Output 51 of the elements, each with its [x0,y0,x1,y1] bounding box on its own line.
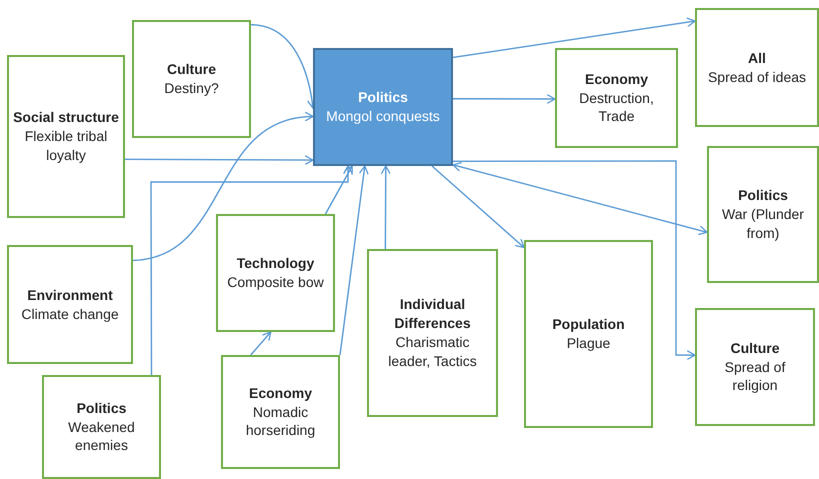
factor-box [367,249,498,417]
box-heading: Technology [236,254,314,273]
box-text: Mongol conquests [326,107,440,126]
box-heading: Environment [27,286,113,304]
box-text: Composite bow [227,273,324,292]
box-text: Destiny? [164,79,219,98]
factor-box [42,375,161,479]
factor-box [555,48,678,148]
arrow [132,112,314,262]
box-heading: Economy [584,70,648,89]
factor-box [132,20,251,138]
arrow [339,165,369,356]
box-text: Flexible tribal loyalty [24,127,108,165]
arrow [150,165,354,375]
box-heading: Population [552,315,625,334]
arrow [432,165,525,248]
box-heading: Politics [76,398,126,418]
box-text: Spread of ideas [708,68,806,86]
box-text: Spread of religion [724,358,786,396]
box-text: Destruction, Trade [578,88,655,126]
box-heading: Individual Differences [393,295,472,333]
box-text: Plague [566,334,610,353]
box-text: War (Plunder from) [721,205,805,243]
factor-box [7,55,125,218]
arrow [324,165,353,214]
arrow [380,165,391,249]
factor-box [695,308,815,426]
box-heading: All [748,48,766,68]
box-heading: Social structure [13,108,119,128]
arrow [125,154,314,166]
box-heading: Politics [358,88,408,107]
factor-box [695,8,819,127]
factor-box [7,245,133,364]
box-heading: Culture [167,60,216,79]
factor-box [216,214,335,332]
box-text: Charismatic leader, Tactics [387,333,478,371]
arrow [453,94,556,104]
box-heading: Politics [738,186,788,206]
factor-box [707,146,819,283]
box-text: Climate change [21,304,119,324]
factor-box [524,240,653,428]
central-box [313,48,453,166]
factor-box [221,355,340,469]
arrow [453,160,696,360]
box-heading: Economy [248,384,312,403]
arrow [452,17,696,58]
box-text: Nomadic horseriding [244,402,316,440]
box-heading: Culture [730,338,780,358]
box-text: Weakened enemies [67,418,136,456]
arrow [250,331,272,356]
arrow [452,162,708,236]
